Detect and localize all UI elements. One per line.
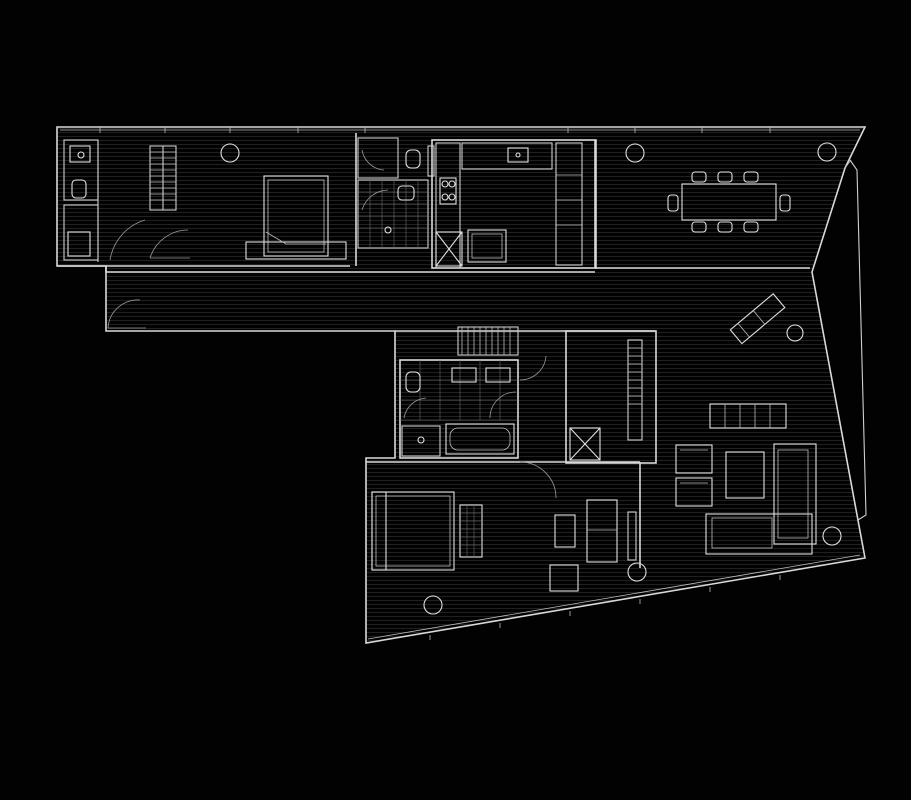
chaise-lounge <box>729 293 786 345</box>
south-bath <box>399 326 547 459</box>
living-area <box>675 403 817 555</box>
north-bedroom-bed <box>245 175 347 260</box>
north-bath <box>355 133 429 266</box>
west-doors <box>107 219 190 329</box>
window-mullions <box>99 127 781 640</box>
structural-columns <box>220 142 842 615</box>
dining-table <box>667 171 791 233</box>
kitchen <box>427 139 597 269</box>
west-stair <box>149 145 177 211</box>
south-bedroom <box>366 461 641 592</box>
east-glazing <box>849 159 867 521</box>
floor-boards <box>57 127 865 643</box>
west-bathroom <box>63 139 99 262</box>
corridor-walls <box>57 140 810 332</box>
study-room <box>565 330 657 464</box>
